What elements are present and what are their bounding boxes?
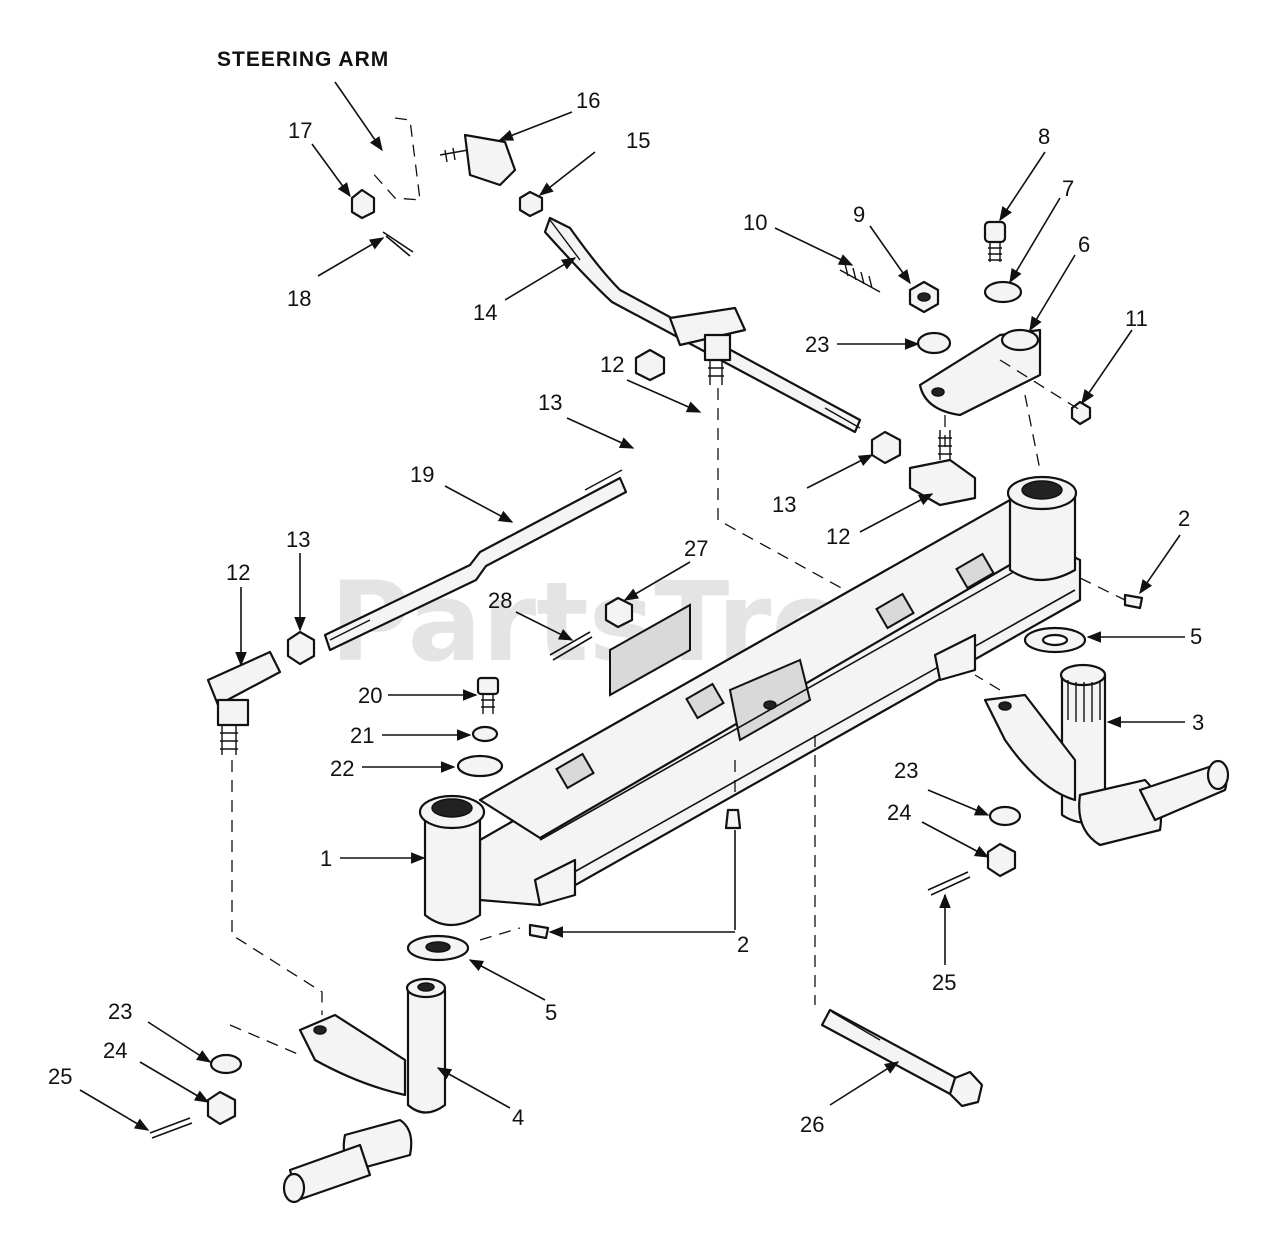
grease-fitting-2-center-part	[724, 808, 742, 830]
callout-15: 15	[626, 128, 650, 153]
spindle-3-right-part	[983, 663, 1230, 847]
steering-arm-outline	[369, 117, 421, 201]
callout-25-left: 25	[48, 1064, 72, 1089]
callout-18: 18	[287, 286, 311, 311]
steering-arm-title: STEERING ARM	[217, 48, 389, 71]
callout-27: 27	[684, 536, 708, 561]
callout-23-right: 23	[894, 758, 918, 783]
tie-rod-end-12-mid-part	[668, 306, 747, 385]
cotter-pin-25-right-part	[927, 871, 971, 896]
callout-20: 20	[358, 683, 382, 708]
washer-7-part	[983, 280, 1023, 304]
callout-5-right: 5	[1190, 624, 1202, 649]
callout-28: 28	[488, 588, 512, 613]
callout-21: 21	[350, 723, 374, 748]
lock-washer-23-left-part	[209, 1053, 243, 1075]
steering-arm-bracket-part	[918, 328, 1042, 417]
callout-2-center: 2	[737, 932, 749, 957]
callout-23-top: 23	[805, 332, 829, 357]
castle-nut-27-part	[604, 596, 634, 629]
callout-2-right: 2	[1178, 506, 1190, 531]
bolt-8-part	[983, 220, 1007, 262]
callout-24-right: 24	[887, 800, 911, 825]
callout-16: 16	[576, 88, 600, 113]
castle-nut-17-part	[350, 188, 376, 220]
castle-nut-24-left-part	[206, 1090, 237, 1126]
nut-15-part	[518, 190, 544, 218]
callout-8: 8	[1038, 124, 1050, 149]
alignment-lines	[229, 359, 1126, 1056]
cotter-pin-25-left-part	[149, 1117, 193, 1139]
callout-4: 4	[512, 1105, 524, 1130]
callout-23-left: 23	[108, 999, 132, 1024]
callout-3: 3	[1192, 710, 1204, 735]
castle-nut-24-right-part	[986, 842, 1017, 878]
tie-rod-end-16-part	[439, 133, 517, 187]
leader-arrows	[79, 81, 1185, 1131]
bolt-10-part	[839, 263, 881, 293]
callout-10: 10	[743, 210, 767, 235]
callout-12-right: 12	[826, 524, 850, 549]
callout-22: 22	[330, 756, 354, 781]
callout-12-left: 12	[226, 560, 250, 585]
callout-7: 7	[1062, 176, 1074, 201]
callout-17: 17	[288, 118, 312, 143]
grease-fitting-2-left-part	[528, 923, 550, 940]
callout-numbers: 17 18 16 15 14 10 9 8 7 6 11 23 12 13 13…	[48, 88, 1204, 1137]
callout-12-mid: 12	[600, 352, 624, 377]
callout-25-right: 25	[932, 970, 956, 995]
hex-nut-9-part	[908, 280, 940, 314]
nut-13-mid-part	[634, 348, 666, 382]
front-axle-part	[418, 475, 1082, 927]
tie-rod-14-part	[543, 216, 862, 434]
tie-rod-end-12-left-part	[206, 650, 282, 755]
spindle-4-left-part	[282, 977, 447, 1204]
callout-19: 19	[410, 462, 434, 487]
callout-13-mid: 13	[538, 390, 562, 415]
cotter-pin-18-part	[382, 231, 414, 257]
bolt-20-part	[476, 676, 500, 714]
callout-13-right: 13	[772, 492, 796, 517]
callout-24-left: 24	[103, 1038, 127, 1063]
cotter-pin-28-part	[549, 631, 593, 661]
lock-washer-23-top-part	[916, 331, 952, 355]
nut-11-part	[1070, 400, 1092, 426]
callout-13-left: 13	[286, 527, 310, 552]
grease-fitting-2-right-part	[1123, 593, 1144, 610]
nut-13-right-part	[870, 430, 902, 465]
nut-13-left-part	[286, 630, 316, 666]
callout-5-left: 5	[545, 1000, 557, 1025]
pivot-bolt-26-part	[820, 1008, 984, 1108]
callout-14: 14	[473, 300, 497, 325]
tie-rod-end-12-right-part	[908, 430, 977, 507]
callout-11: 11	[1125, 306, 1148, 331]
drag-link-19-part	[323, 469, 628, 652]
flat-washer-22-part	[456, 754, 504, 778]
callout-26: 26	[800, 1112, 824, 1137]
lock-washer-23-right-part	[988, 805, 1022, 827]
callout-6: 6	[1078, 232, 1090, 257]
callout-1: 1	[320, 846, 332, 871]
callout-9: 9	[853, 202, 865, 227]
lock-washer-21-part	[471, 725, 499, 743]
